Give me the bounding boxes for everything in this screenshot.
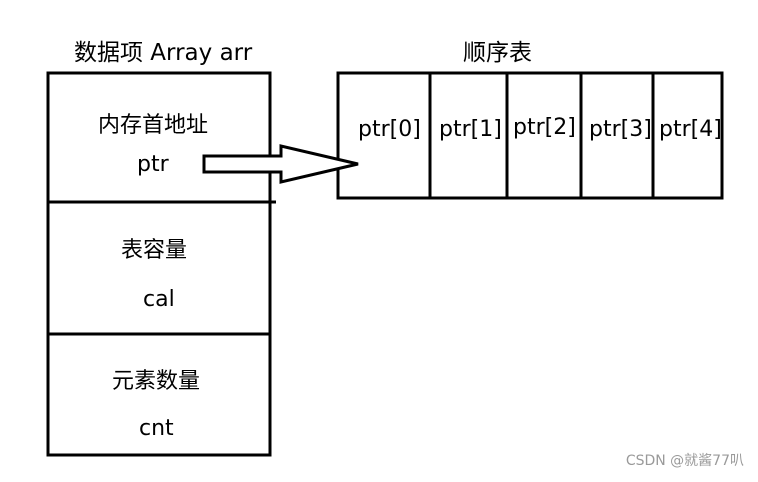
struct-box [46, 71, 276, 457]
struct-title: 数据项 Array arr [74, 40, 253, 66]
field-cnt-label: 元素数量 [112, 369, 201, 394]
list-slot-2: ptr[2] [513, 115, 576, 140]
watermark: CSDN @就酱77叭 [625, 453, 744, 469]
list-box [336, 71, 724, 200]
list-slot-4: ptr[4] [659, 117, 722, 142]
field-cal-label: 表容量 [121, 238, 188, 263]
field-cal-name: cal [143, 287, 175, 312]
list-slot-3: ptr[3] [589, 117, 652, 142]
struct-outline [46, 71, 272, 457]
field-ptr-label: 内存首地址 [98, 113, 209, 138]
pointer-arrow [202, 144, 359, 184]
list-title: 顺序表 [463, 40, 532, 66]
field-ptr-name: ptr [137, 152, 169, 177]
list-outline [336, 71, 724, 200]
field-cnt-name: cnt [139, 416, 174, 441]
list-slot-0: ptr[0] [358, 117, 421, 142]
list-slot-1: ptr[1] [439, 117, 502, 142]
